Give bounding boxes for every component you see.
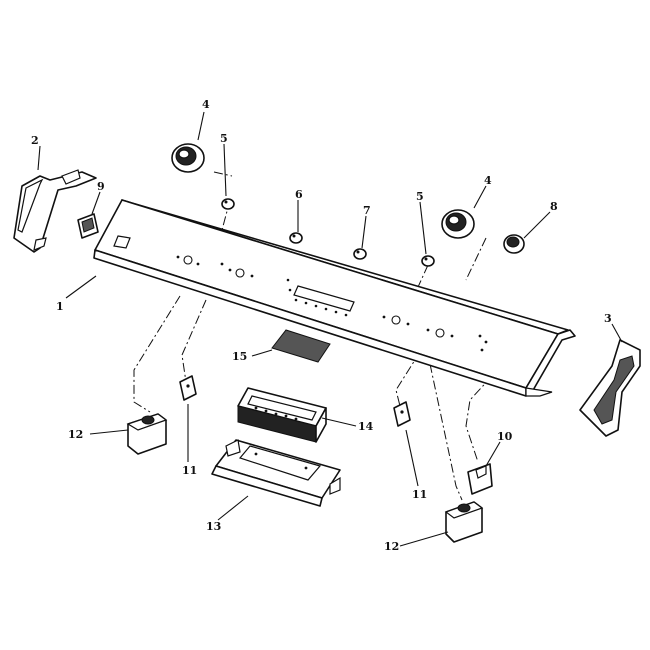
callout-3: 3	[604, 312, 612, 325]
knob-6	[289, 232, 303, 244]
callout-11-right: 11	[412, 488, 427, 501]
overlay-label	[271, 329, 331, 363]
mounting-plate	[211, 439, 341, 507]
callout-6: 6	[295, 188, 303, 201]
callout-10: 10	[497, 430, 513, 443]
callout-4-right: 4	[484, 174, 492, 187]
switch-block	[467, 463, 493, 495]
knob-5-left	[221, 198, 235, 210]
knob-bezel-left	[171, 143, 205, 173]
knob-12-left	[126, 413, 168, 455]
callout-5-right: 5	[416, 190, 424, 203]
callout-14: 14	[358, 420, 374, 433]
callout-13: 13	[206, 520, 221, 533]
spacer-left	[179, 375, 197, 401]
callout-2: 2	[31, 134, 39, 147]
control-panel-backguard	[93, 199, 576, 397]
callout-4-left: 4	[202, 98, 210, 111]
knob-5-right	[421, 255, 435, 267]
knob-bezel-right	[441, 209, 475, 239]
right-end-bracket	[579, 339, 641, 437]
callout-1: 1	[56, 300, 64, 313]
leader-lines	[37, 111, 623, 547]
electronic-control	[237, 387, 327, 443]
callout-15: 15	[232, 350, 247, 363]
knob-12-right	[444, 501, 484, 543]
callout-5-left: 5	[220, 132, 228, 145]
callout-numbers: 2 1 3 4 4 5 5 6 7 8 9 10 11 11 12 12 13 …	[31, 98, 612, 553]
knob-7	[353, 248, 367, 260]
spacer-right	[393, 401, 411, 427]
left-end-bracket	[13, 169, 97, 253]
clip	[77, 213, 99, 239]
callout-9: 9	[97, 180, 105, 193]
small-bezel	[503, 234, 525, 254]
callout-7: 7	[363, 204, 371, 217]
callout-11-left: 11	[182, 464, 197, 477]
callout-8: 8	[550, 200, 558, 213]
callout-12-left: 12	[68, 428, 83, 441]
callout-12-right: 12	[384, 540, 399, 553]
